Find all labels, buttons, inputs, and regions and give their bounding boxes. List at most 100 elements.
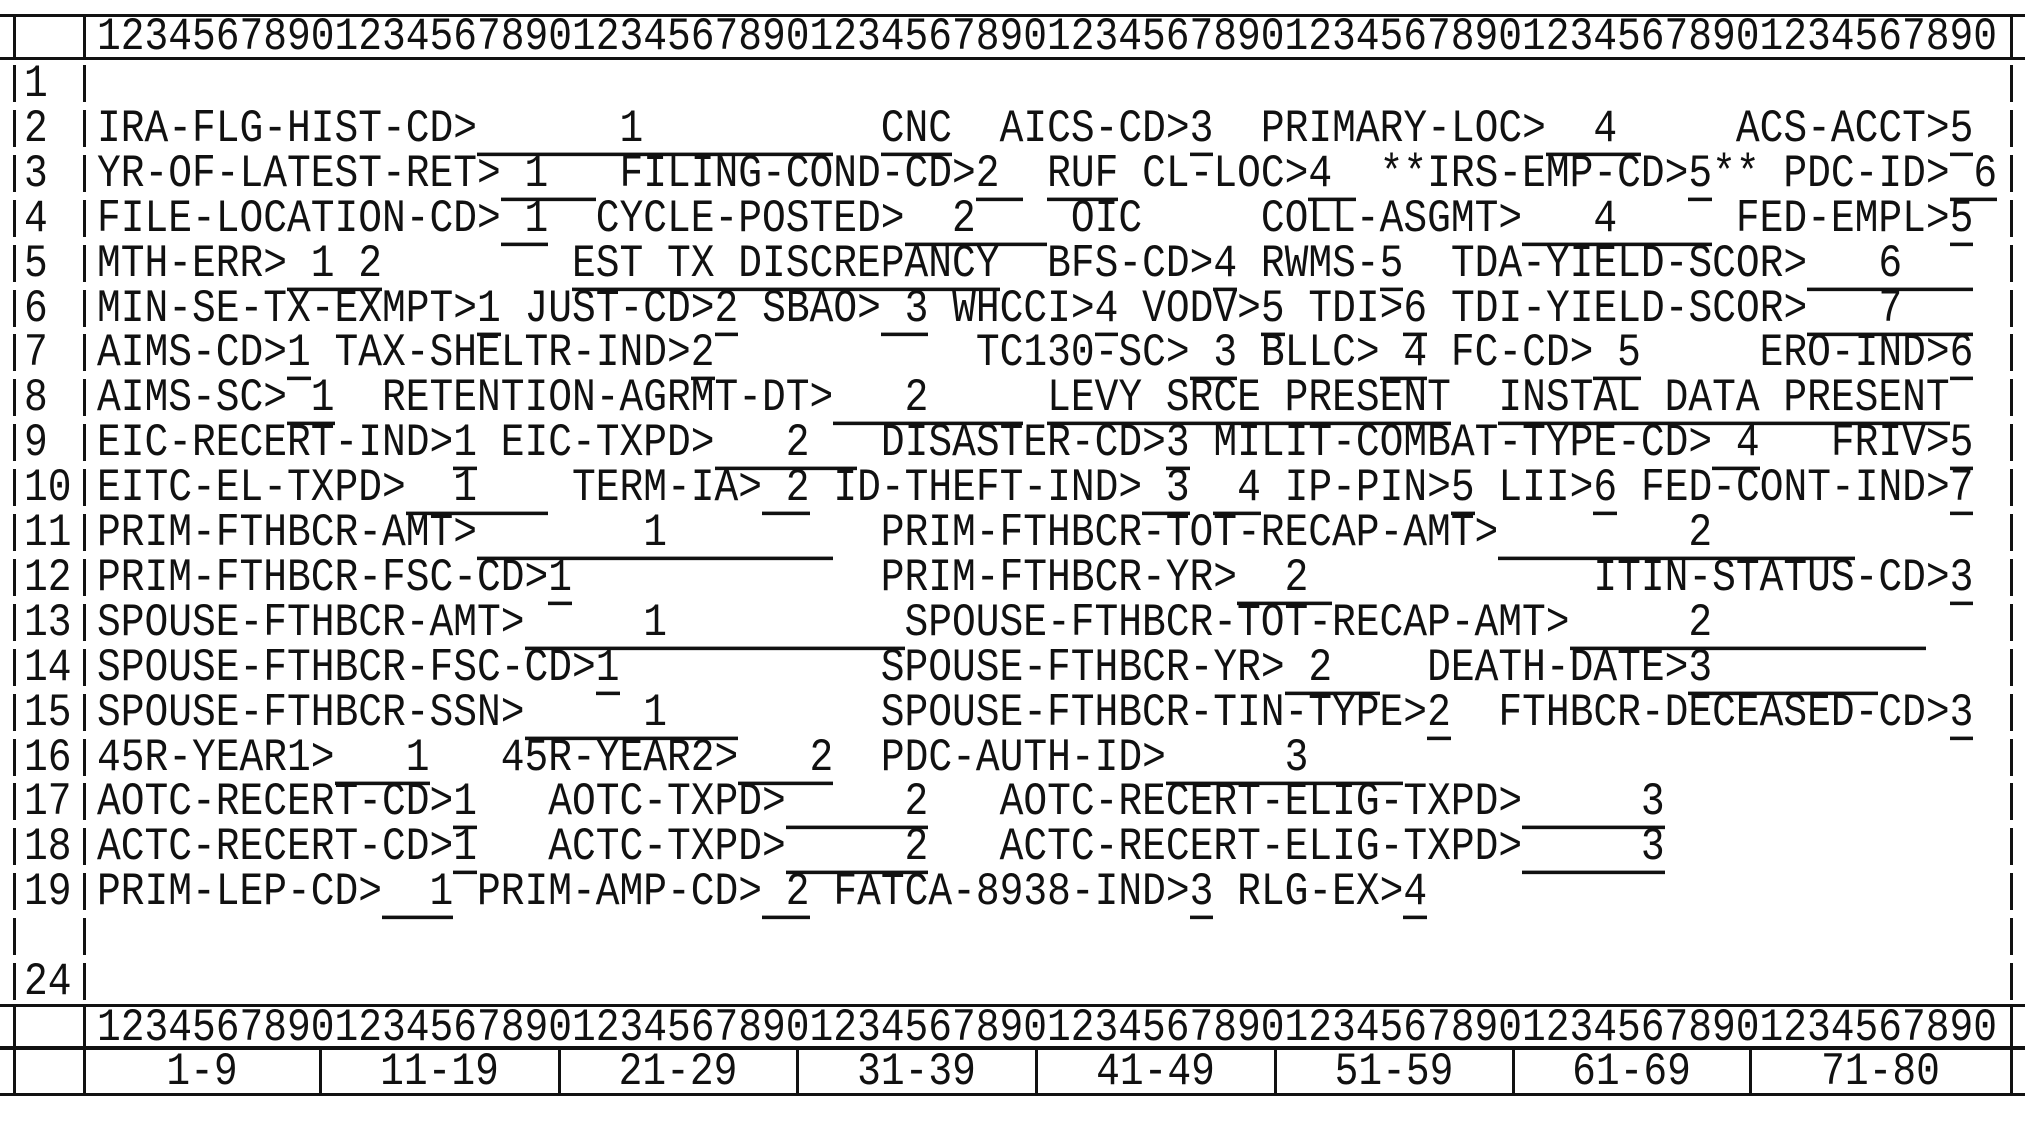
field-label: ITIN-STATUS-CD> <box>1332 550 1950 604</box>
row-border <box>83 154 86 192</box>
row-border <box>83 693 86 731</box>
row-number: 24 <box>24 954 72 1009</box>
row-border <box>13 828 16 866</box>
column-range-cell: 31-39 <box>797 1045 1036 1097</box>
screen-row: 14 SPOUSE-FTHBCR-FSC-CD>1 SPOUSE-FTHBCR-Y… <box>0 641 2025 695</box>
row-content: SPOUSE-FTHBCR-AMT> 1 SPOUSE-FTHBCR-TOT-R… <box>97 596 1926 650</box>
row-border <box>83 918 86 956</box>
field-value: 1 <box>524 685 739 740</box>
row-border <box>13 558 16 596</box>
row-number: 13 <box>24 595 72 649</box>
field-value: 1 <box>453 820 478 875</box>
row-border <box>13 738 16 776</box>
field-label: SPOUSE-FTHBCR-YR> <box>619 640 1285 694</box>
range-divider <box>1512 1050 1515 1094</box>
row-content: MTH-ERR> 1 2 EST TX DISCREPANCY BFS-CD>4… <box>97 236 1974 291</box>
field-value: 3 <box>1688 640 1879 695</box>
row-border <box>83 558 86 596</box>
field-value: 2 <box>975 146 1024 201</box>
field-value: 3 <box>1949 550 1974 606</box>
row-border <box>13 783 16 821</box>
column-range-cell: 41-49 <box>1036 1045 1275 1097</box>
field-value: 2 <box>762 865 810 920</box>
field-label: TAX-SHELTR-IND> <box>310 326 691 380</box>
row-border <box>83 469 86 507</box>
column-range-cell: 11-19 <box>320 1045 559 1097</box>
field-label: EIC-TXPD> <box>477 416 715 470</box>
field-value: 2 <box>785 820 929 875</box>
row-number: 1 <box>24 56 48 111</box>
row-content: SPOUSE-FTHBCR-FSC-CD>1 SPOUSE-FTHBCR-YR>… <box>97 640 1879 695</box>
row-border <box>2010 828 2013 866</box>
ruler-left-border <box>13 17 16 58</box>
row-border <box>2010 603 2013 641</box>
field-label: LII> <box>1474 460 1594 515</box>
row-number: 14 <box>24 640 72 694</box>
field-label: AOTC-RECERT-CD> <box>97 775 454 829</box>
row-border <box>83 109 86 147</box>
row-border <box>2010 154 2013 192</box>
field-label: EIC-RECERT-IND> <box>97 416 454 470</box>
row-border <box>2010 65 2013 102</box>
field-value: 1 <box>287 326 311 381</box>
field-value: 2 <box>833 371 1024 426</box>
field-label: OIC COLL-ASGMT> <box>1047 191 1523 245</box>
bottom-border <box>0 1093 2025 1096</box>
field-label: ACS-ACCT> <box>1640 101 1950 155</box>
row-border <box>13 469 16 507</box>
field-label: 45R-YEAR2> <box>429 730 739 784</box>
field-label: ERO-IND> <box>1640 326 1950 380</box>
field-value: 2 <box>1237 550 1333 606</box>
row-content: EIC-RECERT-IND>1 EIC-TXPD> 2 DISASTER-CD… <box>97 416 1974 471</box>
field-value: 4 <box>1094 281 1119 336</box>
field-label: FC-CD> <box>1427 326 1594 380</box>
row-border <box>2010 199 2013 237</box>
field-label: IP-PIN> <box>1260 460 1451 515</box>
row-content: AIMS-SC> 1 RETENTION-AGRMT-DT> 2 LEVY SR… <box>97 371 1950 426</box>
field-value: 2 <box>1569 595 1926 650</box>
field-value: 3 <box>1189 865 1214 920</box>
field-value: 7 <box>1807 281 1974 336</box>
field-label: ACTC-RECERT-CD> <box>97 820 454 874</box>
row-number: 16 <box>24 730 72 784</box>
row-number: 2 <box>24 101 48 155</box>
row-number: 8 <box>24 371 48 425</box>
field-value: 5 <box>1379 236 1404 291</box>
row-number: 6 <box>24 281 48 335</box>
row-border <box>2010 558 2013 596</box>
row-content: PRIM-FTHBCR-FSC-CD>1 PRIM-FTHBCR-YR> 2 I… <box>97 550 1974 606</box>
field-value: 4 <box>1403 865 1428 920</box>
row-content: AOTC-RECERT-CD>1 AOTC-TXPD> 2 AOTC-RECER… <box>97 775 1665 830</box>
screen-row <box>0 914 2025 959</box>
field-value: 5 <box>1949 101 1974 157</box>
field-label: TERM-IA> <box>548 460 763 515</box>
row-border <box>83 334 86 372</box>
row-border <box>13 109 16 147</box>
field-label: RWMS- <box>1237 236 1380 290</box>
field-value: INSTAL DATA PRESENT <box>1498 371 1950 426</box>
range-divider <box>796 1050 799 1094</box>
field-value: 5 <box>1688 146 1713 201</box>
column-range-label: 51-59 <box>1334 1044 1454 1098</box>
field-value: 4 <box>1213 236 1238 291</box>
field-label: AOTC-TXPD> <box>477 775 786 829</box>
field-value: 1 <box>477 281 501 336</box>
row-border <box>13 244 16 282</box>
column-ruler-bottom: 1234567890123456789012345678901234567890… <box>97 1000 1998 1055</box>
field-label: MILIT-COMBAT-TYPE-CD> <box>1189 416 1713 470</box>
field-label: SPOUSE-FTHBCR-FSC-CD> <box>97 640 596 694</box>
field-value: 2 <box>762 460 810 516</box>
row-border <box>2010 334 2013 372</box>
column-range-cell: 21-29 <box>559 1045 797 1097</box>
ruler2-right-border <box>2010 1007 2013 1047</box>
row-border <box>83 738 86 776</box>
field-value: 4 <box>1379 326 1428 381</box>
row-number: 18 <box>24 820 72 874</box>
ruler-divider-top <box>0 57 2025 60</box>
screen-row: 1 <box>0 57 2025 110</box>
field-label: SBAO> <box>738 281 881 335</box>
row-border <box>83 424 86 462</box>
field-value: 4 <box>1308 146 1356 201</box>
